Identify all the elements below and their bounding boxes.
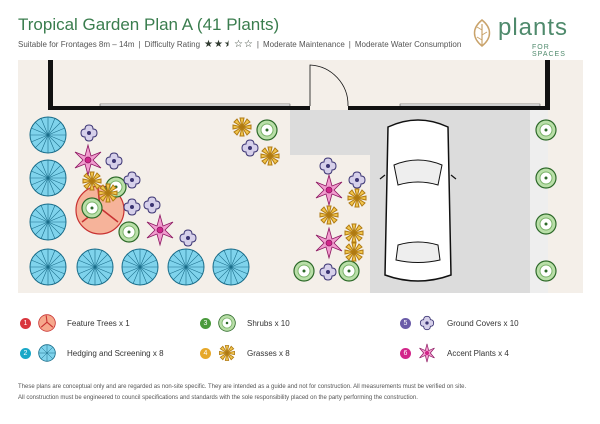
door-swing — [309, 64, 349, 107]
legend-item-accent-plants: 6 Accent Plants x 4 — [400, 343, 509, 363]
legend-label: Ground Covers x 10 — [447, 318, 519, 328]
legend-badge: 6 — [400, 347, 411, 359]
star-icon: ★ — [214, 38, 223, 50]
difficulty-label: Difficulty Rating — [144, 40, 201, 49]
difficulty-stars: ★★★☆☆ — [204, 38, 253, 50]
water-text: Moderate Water Consumption — [354, 40, 462, 49]
disclaimer-line-2: All construction must be engineered to c… — [18, 395, 418, 401]
star-icon: ☆ — [233, 38, 243, 50]
side-strip — [530, 110, 548, 293]
legend-label: Feature Trees x 1 — [67, 318, 130, 328]
legend-badge: 3 — [200, 317, 211, 329]
disclaimer-line-1: These plans are conceptual only and are … — [18, 384, 467, 390]
accent-plant-icon — [419, 343, 435, 363]
legend-badge: 4 — [200, 347, 211, 359]
star-icon: ★ — [204, 38, 213, 50]
legend-label: Hedging and Screening x 8 — [67, 348, 164, 358]
legend-item-shrubs: 3 Shrubs x 10 — [200, 313, 290, 333]
separator: | — [348, 40, 351, 49]
legend-item-feature-trees: 1 Feature Trees x 1 — [20, 313, 130, 333]
ground-cover-icon — [419, 315, 435, 331]
house-walls — [48, 60, 550, 110]
legend-badge: 5 — [400, 317, 411, 329]
frontage-text: Suitable for Frontages 8m – 14m — [18, 40, 135, 49]
legend-badge: 2 — [20, 347, 31, 359]
legend-item-hedging: 2 Hedging and Screening x 8 — [20, 343, 164, 363]
legend-label: Accent Plants x 4 — [447, 348, 509, 358]
legend-label: Grasses x 8 — [247, 348, 290, 358]
separator: | — [256, 40, 259, 49]
legend-item-ground-covers: 5 Ground Covers x 10 — [400, 313, 519, 333]
plan-subtitle: Suitable for Frontages 8m – 14m | Diffic… — [18, 38, 462, 50]
shrub-icon — [218, 314, 236, 332]
feature-tree-icon — [38, 314, 56, 332]
star-icon: ★ — [223, 38, 233, 50]
logo-tagline: FOR SPACES — [532, 44, 566, 58]
leaf-icon — [473, 19, 491, 47]
car — [379, 119, 457, 282]
maintenance-text: Moderate Maintenance — [262, 40, 345, 49]
separator: | — [138, 40, 141, 49]
grass-icon — [219, 345, 235, 361]
logo-text: plants — [498, 14, 569, 41]
legend-badge: 1 — [20, 317, 31, 329]
star-icon: ☆ — [243, 38, 253, 50]
hedge-icon — [38, 344, 56, 362]
legend-label: Shrubs x 10 — [247, 318, 290, 328]
logo: plants FOR SPACES — [470, 14, 585, 58]
page-title: Tropical Garden Plan A (41 Plants) — [18, 15, 280, 34]
legend-item-grasses: 4 Grasses x 8 — [200, 343, 290, 363]
